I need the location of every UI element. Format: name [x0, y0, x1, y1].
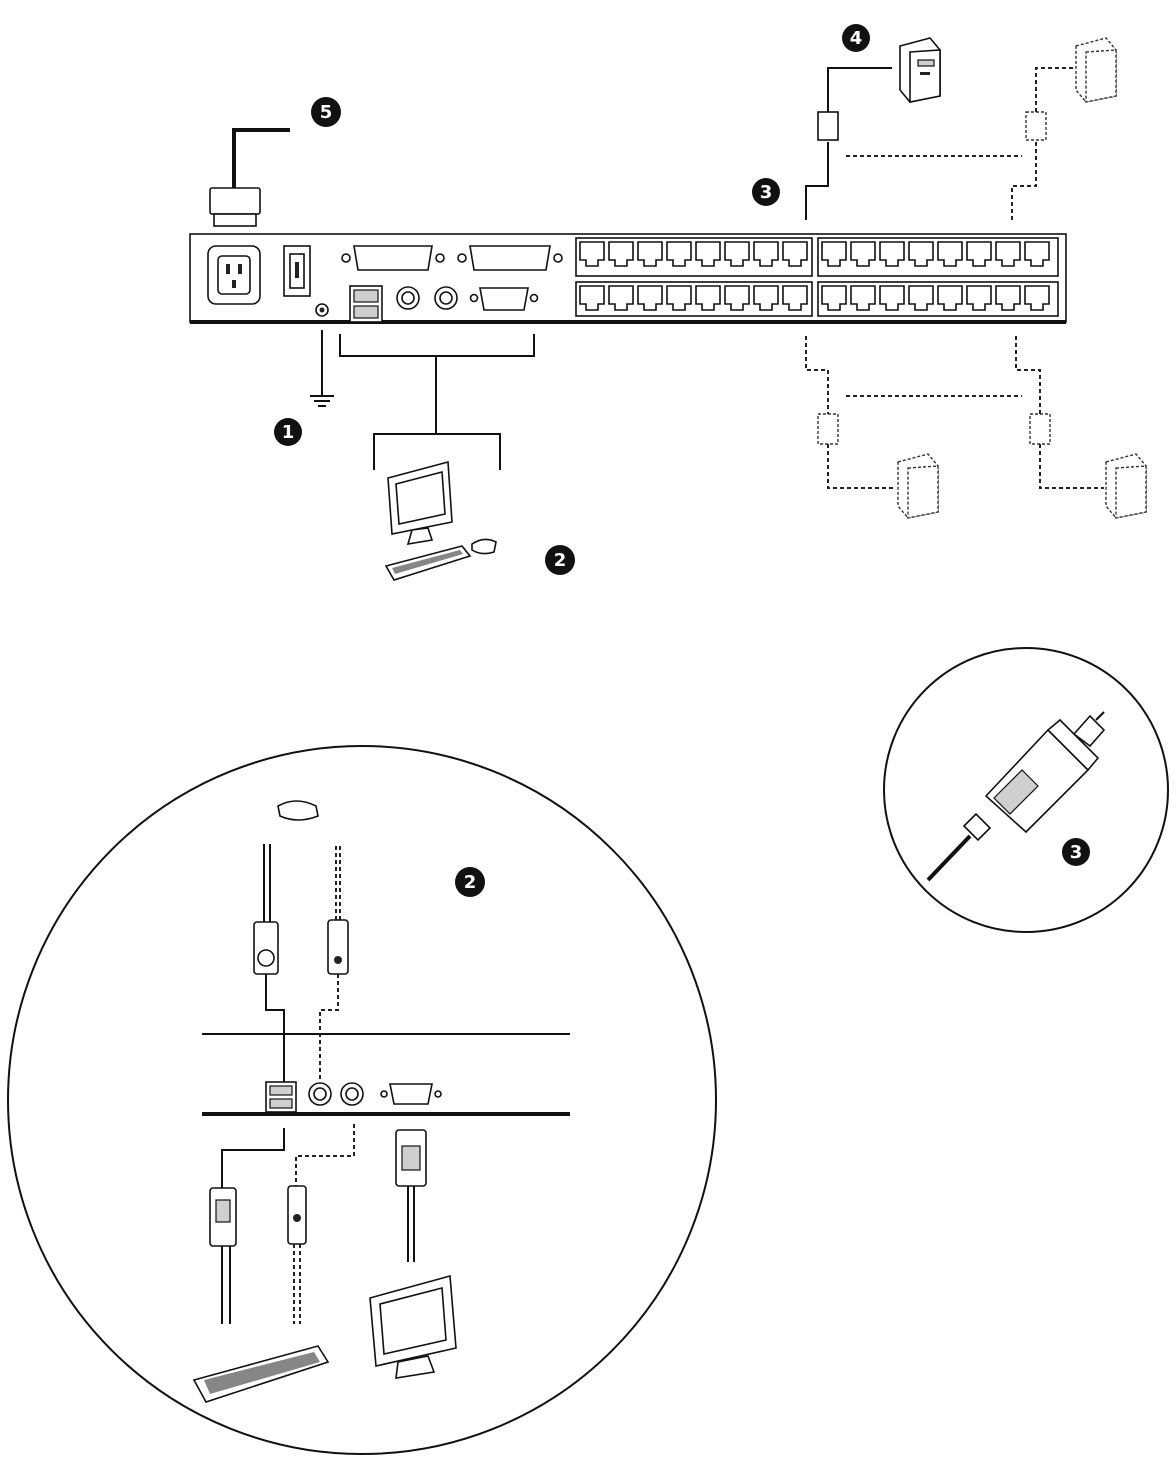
rj45-port-icon [850, 241, 876, 267]
mouse-icon [471, 538, 497, 555]
rj45-port-icon [966, 241, 992, 267]
rj45-port-icon [666, 241, 692, 267]
rj45-port-icon [995, 241, 1021, 267]
server-tower-icon [899, 37, 941, 103]
rj45-port-icon [637, 241, 663, 267]
rj45-port-icon [821, 285, 847, 311]
keyboard-icon [384, 545, 472, 581]
rj45-port-icon [579, 241, 605, 267]
callout-number: 2 [464, 872, 477, 893]
power-cord-icon [209, 128, 290, 227]
callout-number: 5 [320, 102, 333, 123]
vga-port-icon [479, 287, 529, 311]
callout-circle [455, 867, 485, 897]
rj45-port-array [579, 241, 1050, 311]
serial-port-icon [457, 245, 563, 271]
callout-circle [274, 418, 302, 446]
rj45-port-icon [753, 241, 779, 267]
adapter-detail-inset [883, 647, 1169, 933]
callout-number: 3 [760, 182, 773, 203]
callout-marker: 4 [842, 24, 870, 52]
rj45-port-icon [995, 285, 1021, 311]
rj45-port-icon [637, 285, 663, 311]
server-tower-icon [897, 453, 939, 519]
server-tower-icon [1075, 37, 1117, 103]
rj45-port-icon [937, 285, 963, 311]
rj45-port-icon [608, 285, 634, 311]
keyboard-icon [192, 1345, 330, 1403]
rj45-port-icon [1024, 241, 1050, 267]
callout-marker: 1 [274, 418, 302, 446]
rj45-port-icon [782, 285, 808, 311]
server-tower-icon [1105, 453, 1147, 519]
callout-number: 2 [554, 550, 567, 571]
ground-symbol-icon [310, 330, 334, 407]
ps2-plug-icon [327, 919, 349, 975]
serial-port-icon [341, 245, 445, 271]
rj45-port-icon [908, 285, 934, 311]
rj45-port-icon [1024, 285, 1050, 311]
callout-marker: 5 [311, 97, 341, 127]
rj45-port-icon [966, 285, 992, 311]
callout-number: 1 [282, 422, 295, 443]
callout-circle [545, 545, 575, 575]
callout-marker: 2 [545, 545, 575, 575]
rj45-port-icon [666, 285, 692, 311]
callout-number: 4 [850, 28, 863, 49]
callout-marker: 3 [752, 178, 780, 206]
rj45-port-icon [753, 285, 779, 311]
rj45-port-icon [937, 241, 963, 267]
rj45-port-icon [879, 241, 905, 267]
rj45-port-icon [608, 241, 634, 267]
vga-port-icon [389, 1083, 433, 1105]
console-connection-lines [339, 334, 535, 470]
rj45-port-icon [695, 241, 721, 267]
kvm-adapter-cable-icon [926, 711, 1106, 882]
callout-circle [752, 178, 780, 206]
callout-marker: 2 [455, 867, 485, 897]
dashed-connection-cables [805, 67, 1104, 489]
callout-circle [842, 24, 870, 52]
rj45-port-icon [821, 241, 847, 267]
rj45-port-icon [879, 285, 905, 311]
monitor-icon [369, 1274, 457, 1379]
callout-marker: 3 [1062, 838, 1090, 866]
mouse-icon [277, 800, 319, 821]
rj45-port-icon [850, 285, 876, 311]
callout-number: 3 [1070, 842, 1083, 863]
rj45-port-icon [724, 241, 750, 267]
callout-circle [311, 97, 341, 127]
rj45-port-icon [782, 241, 808, 267]
rj45-port-icon [695, 285, 721, 311]
rj45-port-icon [579, 285, 605, 311]
monitor-icon [387, 460, 453, 545]
kvm-switch-rear-panel-icon [189, 233, 1067, 324]
console-detail-inset [7, 745, 717, 1455]
rj45-port-icon [908, 241, 934, 267]
callout-layer: 1 2 3 4 5 2 3 [274, 24, 1090, 897]
rj45-port-icon [724, 285, 750, 311]
connection-cable [805, 67, 892, 220]
callout-circle [1062, 838, 1090, 866]
